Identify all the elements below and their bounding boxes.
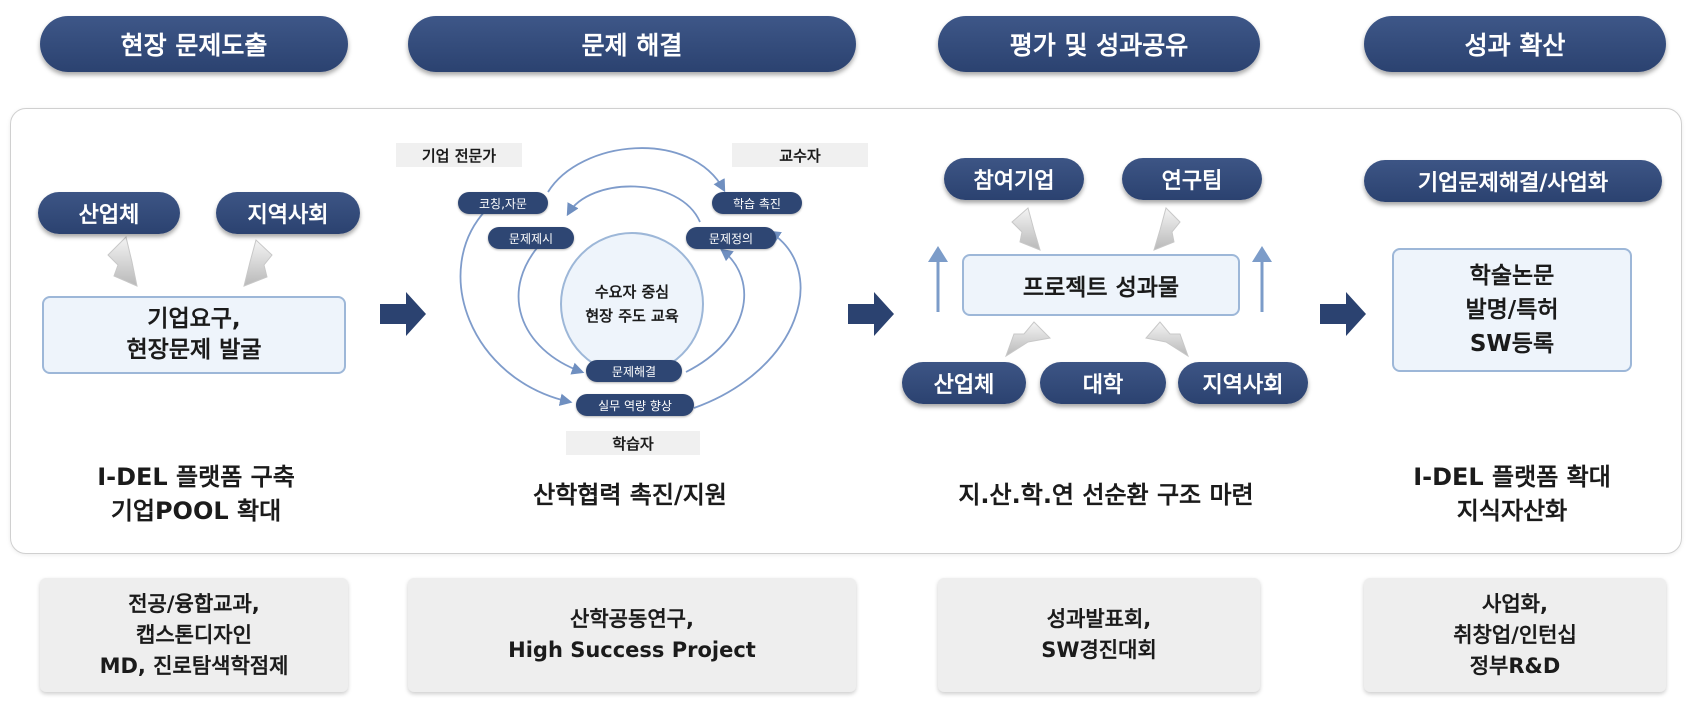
cycle-pill-coaching-label: 코칭,자문 — [479, 196, 527, 211]
bottom-box-3-line2: SW경진대회 — [1041, 638, 1157, 662]
header-stage-1-label: 현장 문제도출 — [120, 31, 268, 60]
cycle-hub-line2: 현장 주도 교육 — [585, 307, 679, 325]
header-stage-3-label: 평가 및 성과공유 — [1009, 31, 1189, 60]
grey-arrow-output-1 — [1005, 321, 1052, 358]
company-needs-box: 기업요구, 현장문제 발굴 — [42, 296, 346, 374]
bottom-box-1: 전공/융합교과, 캡스톤디자인 MD, 진로탐색학점제 — [40, 578, 348, 692]
bottom-box-1-line1: 전공/융합교과, — [128, 591, 260, 616]
stage-arrow-2 — [848, 292, 894, 336]
role-label-learner: 학습자 — [566, 431, 700, 455]
col1-caption-line2: 기업POOL 확대 — [110, 497, 282, 525]
output-pill-community-label: 지역사회 — [1202, 373, 1284, 398]
bottom-box-2-line1: 산학공동연구, — [570, 607, 694, 631]
output-pill-community: 지역사회 — [1178, 362, 1308, 404]
cycle-pill-present-problem-label: 문제제시 — [508, 231, 554, 246]
col2-caption: 산학협력 촉진/지원 — [440, 478, 820, 512]
up-arrow-left — [928, 246, 948, 312]
bottom-box-3-line1: 성과발표회, — [1046, 607, 1152, 631]
col4-caption-line1: I-DEL 플랫폼 확대 — [1413, 463, 1611, 491]
source-pill-community-label: 지역사회 — [247, 203, 329, 228]
grey-arrow-left-1 — [107, 236, 138, 287]
grey-arrow-left-2 — [243, 239, 273, 287]
ip-output-line1: 학술논문 — [1469, 263, 1555, 289]
col1-caption: I-DEL 플랫폼 구축 기업POOL 확대 — [30, 460, 362, 528]
cycle-pill-practical-skill: 실무 역량 향상 — [576, 394, 694, 416]
bottom-box-2-line2: High Success Project — [508, 638, 756, 662]
role-label-company-expert-text: 기업 전문가 — [421, 146, 497, 165]
bottom-box-1-line2: 캡스톤디자인 — [136, 622, 252, 647]
role-label-company-expert: 기업 전문가 — [396, 143, 522, 167]
cycle-hub-line1: 수요자 중심 — [594, 283, 670, 301]
col1-caption-line1: I-DEL 플랫폼 구축 — [97, 463, 295, 491]
stage-arrow-3 — [1320, 292, 1366, 336]
role-label-instructor-text: 교수자 — [779, 146, 821, 165]
col3-caption: 지.산.학.연 선순환 구조 마련 — [910, 478, 1302, 512]
cycle-pill-practical-skill-label: 실무 역량 향상 — [598, 398, 672, 413]
source-pill-industry: 산업체 — [38, 192, 180, 234]
output-pill-industry-label: 산업체 — [933, 373, 995, 398]
project-output-label: 프로젝트 성과물 — [1022, 275, 1180, 301]
col4-caption: I-DEL 플랫폼 확대 지식자산화 — [1356, 460, 1668, 528]
bottom-box-4-line2: 취창업/인턴십 — [1453, 622, 1577, 647]
cycle-pill-solve-problem-label: 문제해결 — [611, 364, 657, 379]
ip-output-box: 학술논문 발명/특허 SW등록 — [1392, 248, 1632, 372]
header-stage-4: 성과 확산 — [1364, 16, 1666, 72]
input-pill-participating-company-label: 참여기업 — [973, 169, 1055, 194]
header-stage-2-label: 문제 해결 — [581, 31, 683, 60]
bottom-box-4: 사업화, 취창업/인턴십 정부R&D — [1364, 578, 1666, 692]
cycle-pill-coaching: 코칭,자문 — [458, 192, 548, 214]
col3-caption-text: 지.산.학.연 선순환 구조 마련 — [958, 481, 1254, 509]
input-pill-research-team: 연구팀 — [1122, 158, 1262, 200]
cycle-pill-define-problem-label: 문제정의 — [708, 231, 754, 246]
cycle-hub: 수요자 중심 현장 주도 교육 — [560, 232, 704, 376]
input-pill-participating-company: 참여기업 — [944, 158, 1084, 200]
ip-output-line3: SW등록 — [1469, 331, 1555, 357]
cycle-pill-learning-promotion-label: 학습 촉진 — [733, 196, 781, 211]
input-pill-research-team-label: 연구팀 — [1161, 169, 1223, 194]
company-needs-line1: 기업요구, — [147, 306, 241, 332]
role-label-learner-text: 학습자 — [612, 434, 654, 453]
commercialization-pill: 기업문제해결/사업화 — [1364, 160, 1662, 202]
grey-arrow-output-2 — [1145, 321, 1189, 358]
source-pill-industry-label: 산업체 — [78, 203, 140, 228]
col2-caption-text: 산학협력 촉진/지원 — [533, 481, 727, 509]
header-stage-4-label: 성과 확산 — [1464, 31, 1566, 60]
header-stage-1: 현장 문제도출 — [40, 16, 348, 72]
bottom-box-4-line1: 사업화, — [1482, 591, 1548, 616]
stage-arrow-1 — [380, 292, 426, 336]
cycle-pill-present-problem: 문제제시 — [488, 227, 574, 249]
cycle-arcs — [459, 147, 802, 409]
cycle-pill-solve-problem: 문제해결 — [586, 360, 682, 382]
ip-output-line2: 발명/특허 — [1465, 297, 1559, 323]
output-pill-university: 대학 — [1040, 362, 1166, 404]
cycle-pill-learning-promotion: 학습 촉진 — [712, 192, 802, 214]
bottom-box-1-line3: MD, 진로탐색학점제 — [99, 653, 289, 678]
project-output-box: 프로젝트 성과물 — [962, 254, 1240, 316]
company-needs-line2: 현장문제 발굴 — [126, 337, 262, 363]
role-label-instructor: 교수자 — [732, 143, 868, 167]
header-stage-2: 문제 해결 — [408, 16, 856, 72]
col4-caption-line2: 지식자산화 — [1456, 497, 1568, 525]
grey-arrow-input-1 — [1011, 207, 1041, 251]
output-pill-industry: 산업체 — [902, 362, 1026, 404]
grey-arrow-input-2 — [1153, 207, 1181, 251]
cycle-pill-define-problem: 문제정의 — [686, 227, 776, 249]
header-stage-3: 평가 및 성과공유 — [938, 16, 1260, 72]
bottom-box-2: 산학공동연구, High Success Project — [408, 578, 856, 692]
bottom-box-3: 성과발표회, SW경진대회 — [938, 578, 1260, 692]
source-pill-community: 지역사회 — [216, 192, 360, 234]
output-pill-university-label: 대학 — [1082, 373, 1124, 398]
up-arrow-right — [1252, 246, 1272, 312]
bottom-box-4-line3: 정부R&D — [1469, 653, 1561, 678]
commercialization-pill-label: 기업문제해결/사업화 — [1417, 171, 1609, 196]
